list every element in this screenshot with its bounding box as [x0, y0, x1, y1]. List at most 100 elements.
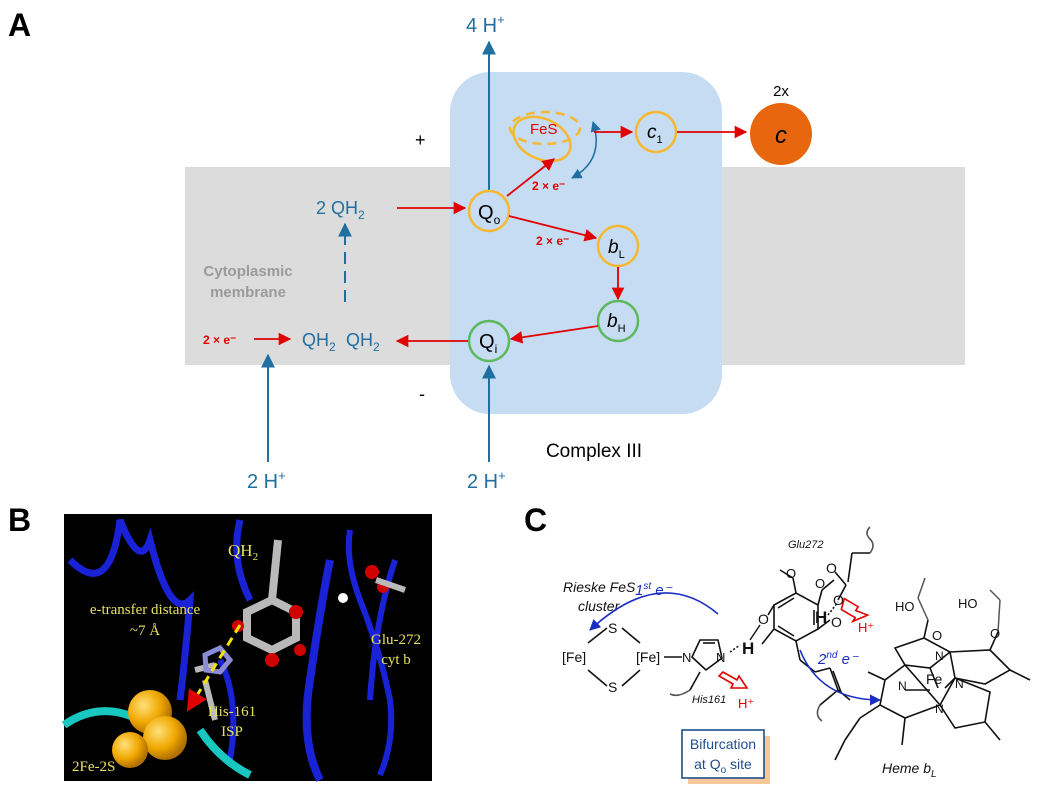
c-first-electron-label: 1st e⁻	[635, 581, 673, 599]
complex-iii-box	[450, 72, 722, 414]
membrane-label-1: Cytoplasmic	[203, 263, 292, 280]
c-s-bottom: S	[608, 679, 617, 695]
c-glu-label: Glu272	[788, 539, 823, 551]
b-his-label-2: ISP	[221, 724, 243, 740]
fes-label: FeS	[530, 121, 558, 138]
sulfur-sphere	[112, 732, 148, 768]
panel-b-letter: B	[8, 502, 31, 538]
first-electron-arrow	[589, 592, 719, 631]
second-electron-arrow	[799, 649, 882, 706]
membrane-label-2: membrane	[210, 284, 286, 301]
electrons-left-label: 2 × e⁻	[203, 333, 236, 347]
c1-site	[634, 110, 678, 154]
c-rieske-label-2: cluster	[578, 598, 621, 614]
b-his-label-1: His-161	[208, 704, 256, 720]
glutamate	[827, 526, 874, 616]
cytochrome-c	[750, 103, 812, 165]
c-o-glu-1: O	[826, 560, 837, 576]
fes-ellipse	[512, 115, 572, 163]
c-o-glu-2: O	[833, 592, 844, 608]
c-heme-ho-1: HO	[895, 599, 915, 614]
minus-sign: -	[419, 384, 425, 404]
proton-release-his	[717, 671, 749, 689]
quinol-ring	[761, 569, 851, 722]
fes-movement-arrow	[571, 120, 601, 179]
c-h-glu: H	[815, 608, 827, 627]
qo-site	[467, 189, 511, 233]
proton-top-label: 4 H+	[466, 12, 505, 37]
bifurcation-box	[681, 729, 765, 779]
c-fe-right: [Fe]	[636, 649, 660, 665]
qi-site	[467, 319, 511, 363]
fe2s2-cluster	[587, 627, 682, 687]
imidazole-ring	[669, 639, 723, 697]
iron-sphere-2	[143, 716, 187, 760]
heme-porphyrin	[834, 619, 1031, 761]
c-heme-ho-2: HO	[958, 596, 978, 611]
c-heme-n1: N	[935, 649, 944, 663]
c-heme-o-2: O	[990, 626, 1000, 641]
c-hplus-glu: H⁺	[858, 620, 874, 635]
c-n-his-1: N	[682, 650, 691, 665]
c-his-label: His161	[692, 694, 726, 706]
qo-label: Qo	[478, 202, 501, 227]
c-second-electron-label: 2nd e⁻	[817, 650, 859, 668]
complex-iii-label: Complex III	[546, 441, 642, 462]
bl-label: bL	[608, 237, 625, 261]
c-s-top: S	[608, 620, 617, 636]
bh-to-qi-arrow	[509, 325, 599, 344]
c-heme-n3: N	[935, 702, 944, 716]
qo-to-bl-arrow	[508, 215, 598, 242]
cyt-c-label: c	[775, 122, 787, 149]
glu-residue	[365, 565, 406, 593]
c1-label: c1	[647, 122, 663, 146]
b-glu-label-2: cyt b	[381, 652, 411, 668]
electrons-bl-label: 2 × e⁻	[536, 234, 569, 248]
c-o-left: O	[758, 611, 769, 627]
c-h-his: H	[742, 639, 754, 658]
b-cluster-label: 2Fe-2S	[72, 759, 115, 775]
c-fe-left: [Fe]	[562, 649, 586, 665]
cyt-c-multiplier: 2x	[773, 83, 789, 100]
qi-label: Qi	[479, 331, 497, 356]
oh-bond-left	[749, 624, 761, 641]
heme-propionates	[917, 577, 1001, 633]
his-residue	[194, 644, 234, 721]
bl-site	[596, 224, 640, 268]
bh-label: bH	[607, 311, 626, 335]
c-heme-fe: Fe	[926, 671, 943, 687]
qo-to-fes-arrow	[506, 158, 555, 197]
electrons-fes-label: 2 × e⁻	[532, 179, 565, 193]
qh2-bottom-label-1: QH2	[302, 330, 336, 354]
c-o-methoxy-1: O	[786, 566, 796, 581]
plus-sign: +	[415, 130, 426, 150]
c-bifurcation-label-1: Bifurcation	[690, 736, 756, 752]
quinol-molecule	[232, 539, 348, 667]
proton-release-glu	[840, 597, 870, 624]
c-bifurcation-label-2: at Qo site	[694, 756, 752, 776]
c-heme-o-1: O	[932, 628, 942, 643]
c-heme-n2: N	[955, 677, 964, 691]
b-glu-label-1: Glu-272	[371, 632, 421, 648]
b-distance-label-2: ~7 Å	[130, 623, 160, 639]
bh-site	[596, 299, 640, 343]
panel-c-letter: C	[524, 502, 547, 538]
qh2-top-label: 2 QH2	[316, 198, 365, 222]
c-o-methoxy-2: O	[815, 576, 825, 591]
protein-ribbons	[61, 518, 398, 782]
panel-a-letter: A	[8, 7, 31, 43]
c-heme-label: Heme bL	[882, 760, 937, 780]
c-rieske-label-1: Rieske FeS	[563, 579, 636, 595]
c-o-right: O	[831, 614, 842, 630]
proton-bottom-mid-label: 2 H+	[467, 468, 506, 493]
h-bond-his	[729, 644, 741, 653]
electron-transfer-line	[186, 624, 242, 712]
b-distance-label-1: e-transfer distance	[90, 602, 201, 618]
qh2-bottom-label-2: QH2	[346, 330, 380, 354]
c-heme-n4: N	[898, 679, 907, 693]
proton-bottom-left-label: 2 H+	[247, 468, 286, 493]
c-n-his-2: N	[716, 650, 725, 665]
b-qh2-label: QH2	[228, 541, 258, 563]
c-hplus-his: H⁺	[738, 696, 754, 711]
